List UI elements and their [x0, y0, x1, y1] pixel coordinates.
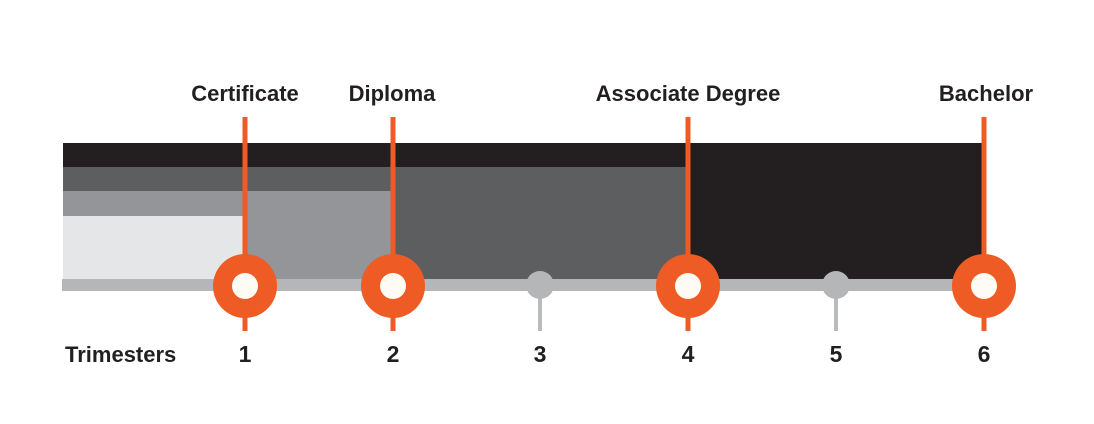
tick-label-1: 1: [238, 341, 252, 367]
minor-tick-dot-3: [526, 271, 554, 299]
tick-label-6: 6: [977, 341, 991, 367]
bar-certificate: [63, 216, 245, 279]
milestone-ring-marker-associate-degree: [656, 254, 720, 318]
milestone-connector-line-bachelor: [981, 117, 987, 331]
marker-hole-associate-degree: [675, 273, 701, 299]
milestone-connector-line-certificate: [242, 117, 248, 331]
tick-label-5: 5: [829, 341, 843, 367]
milestone-ring-marker-certificate: [213, 254, 277, 318]
marker-hole-diploma: [380, 273, 406, 299]
marker-hole-certificate: [232, 273, 258, 299]
minor-tick-dot-5: [822, 271, 850, 299]
milestone-label-certificate: Certificate: [191, 81, 299, 106]
tick-label-4: 4: [681, 341, 695, 367]
minor-tick-stem-3: [538, 285, 542, 331]
milestone-ring-marker-bachelor: [952, 254, 1016, 318]
marker-hole-bachelor: [971, 273, 997, 299]
milestone-connector-line-diploma: [390, 117, 396, 331]
minor-tick-stem-5: [834, 285, 838, 331]
axis-title-trimesters: Trimesters: [65, 342, 177, 367]
milestone-connector-line-associate-degree: [685, 117, 691, 331]
tick-label-3: 3: [533, 341, 547, 367]
milestone-label-associate-degree: Associate Degree: [595, 81, 781, 106]
tick-label-2: 2: [386, 341, 400, 367]
timeline-axis-strip: [62, 279, 984, 291]
milestone-label-diploma: Diploma: [348, 81, 436, 106]
milestone-ring-marker-diploma: [361, 254, 425, 318]
milestone-label-bachelor: Bachelor: [938, 81, 1034, 106]
